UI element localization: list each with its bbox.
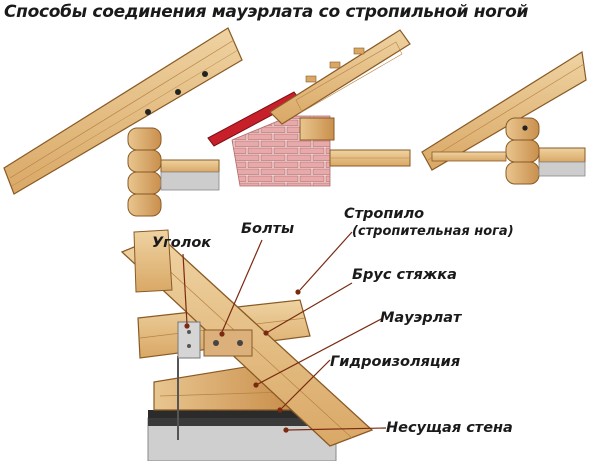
detail-3-log-wall-bracket [421,51,587,185]
diagram-title: Способы соединения мауэрлата со стропиль… [4,2,529,22]
label-tie-beam: Брус стяжка [352,267,457,283]
label-waterproofing: Гидроизоляция [330,354,460,370]
label-mauerlat: Мауэрлат [380,310,463,326]
label-rafter-sub: (стропительная нога) [352,224,514,239]
leader-lines [182,231,387,433]
detail-2-brick-wall [207,29,411,187]
label-rafter: Стропило [344,206,424,222]
main-joint-detail [120,229,374,461]
label-bearing-wall: Несущая стена [386,420,513,436]
label-angle: Уголок [152,235,212,251]
detail-1-log-wall [3,27,243,217]
label-bolts: Болты [241,221,294,237]
